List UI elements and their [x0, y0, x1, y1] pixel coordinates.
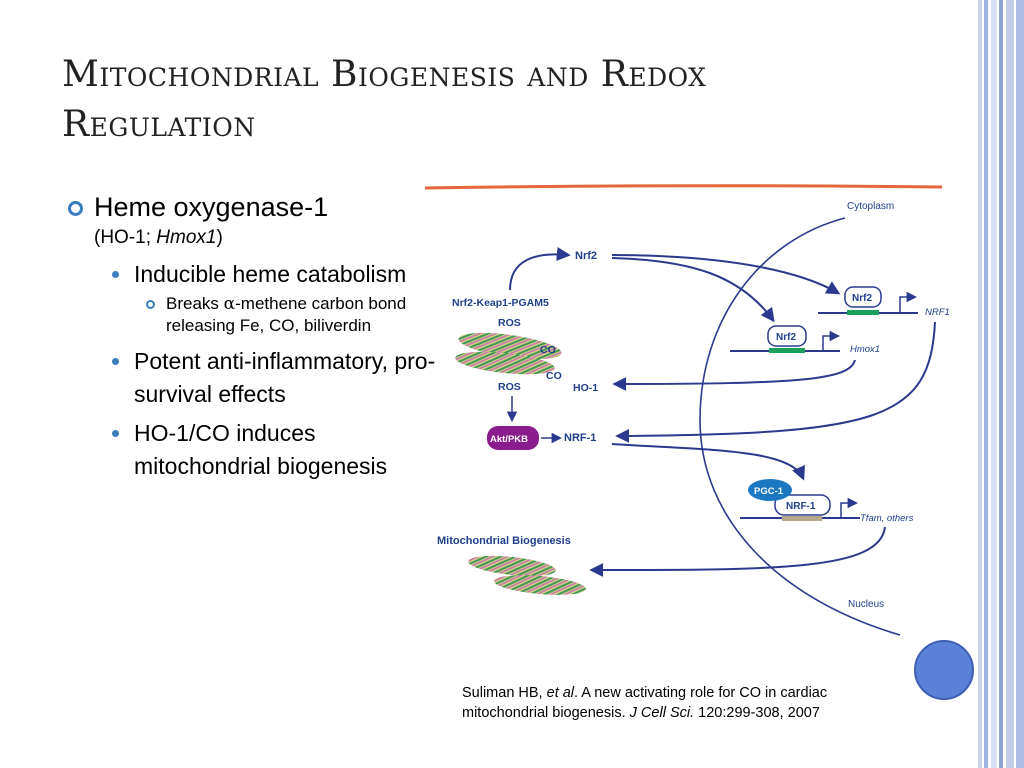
citation-author: Suliman HB,: [462, 685, 547, 701]
label-box-nrf2-a: Nrf2: [852, 293, 872, 304]
label-nrf2-top: Nrf2: [575, 250, 597, 262]
small-ring-bullet-icon: [146, 300, 155, 309]
arrow-hmox1-to-ho1: [612, 359, 856, 391]
bullet-main-subtext: (HO-1; Hmox1): [94, 226, 458, 250]
akt-pkb-box: [487, 426, 539, 450]
citation-journal: J Cell Sci.: [629, 705, 695, 721]
citation-text: . A new activating role for CO in cardia…: [462, 685, 828, 721]
citation-etal: et al: [546, 685, 575, 701]
promoter-arrow-nrf1: [899, 291, 918, 313]
sub-bullet-induces: HO-1/CO induces mitochondrial biogenesis: [108, 417, 458, 483]
label-ros-2: ROS: [498, 381, 521, 393]
sub-italic: Hmox1: [156, 227, 217, 248]
arrow-nrf2-to-hmox1-gene: [611, 257, 775, 323]
arrow-tfam-to-mito: [589, 526, 886, 577]
label-box-nrf1: NRF-1: [786, 501, 816, 512]
citation: Suliman HB, et al. A new activating role…: [462, 683, 882, 723]
box-nrf2-b: [767, 325, 807, 347]
sub-bullet-text: HO-1/CO induces mitochondrial biogenesis: [134, 420, 388, 479]
mitochondrion-image-1: [455, 332, 562, 375]
mitochondrion-image-2: [468, 555, 586, 595]
label-nrf2-keap1-pgam5: Nrf2-Keap1-PGAM5: [452, 297, 549, 309]
label-gene-tfam: Tfam, others: [860, 513, 914, 524]
bullet-heme-oxygenase: Heme oxygenase-1 (HO-1; Hmox1) Inducible…: [68, 192, 458, 483]
arrow-nrf1-to-pgc1: [611, 443, 805, 481]
box-nrf1-complex: [774, 494, 831, 516]
title-line-2: Regulation: [62, 104, 256, 145]
edge-stripe-6: [1016, 0, 1024, 768]
box-nrf2-a: [844, 286, 882, 308]
label-gene-nrf1: NRF1: [925, 307, 950, 318]
arrow-nrf1-gene-to-nrf1: [615, 321, 936, 443]
sub-bullet-inducible: Inducible heme catabolism Breaks α-methe…: [108, 258, 458, 337]
edge-stripe-1: [978, 0, 982, 768]
sub-bullet-text: Potent anti-inflammatory, pro-survival e…: [134, 348, 436, 407]
label-cytoplasm: Cytoplasm: [847, 201, 894, 212]
bullet-main-text: Heme oxygenase-1: [94, 192, 329, 222]
bullet-list: Heme oxygenase-1 (HO-1; Hmox1) Inducible…: [68, 192, 458, 489]
label-gene-hmox1: Hmox1: [850, 344, 880, 355]
label-pgc1: PGC-1: [754, 486, 784, 497]
label-nucleus: Nucleus: [848, 599, 884, 610]
cell-membrane-curve: [699, 217, 901, 636]
sub-prefix: (HO-1;: [94, 227, 157, 248]
dot-bullet-icon: [112, 430, 119, 437]
edge-stripe-5: [1006, 0, 1014, 768]
sub-bullet-anti-inflammatory: Potent anti-inflammatory, pro-survival e…: [108, 345, 458, 411]
edge-stripe-3: [991, 0, 997, 768]
slide-title: Mitochondrial Biogenesis and Redox Regul…: [62, 50, 862, 150]
green-bar-nrf1: [847, 310, 879, 315]
edge-stripe-4: [999, 0, 1003, 768]
sub-bullet-text: Inducible heme catabolism: [134, 261, 407, 287]
orange-divider-line: [424, 184, 943, 190]
label-ros-1: ROS: [498, 317, 521, 329]
sub-sub-bullet-breaks: Breaks α-methene carbon bond releasing F…: [138, 293, 458, 337]
label-box-nrf2-b: Nrf2: [776, 332, 796, 343]
breaks-rest: -methene carbon bond releasing Fe, CO, b…: [166, 294, 407, 335]
arrow-keap-to-nrf2: [509, 247, 571, 291]
pgc1-oval: [748, 479, 792, 501]
citation-volume: 120:299-308, 2007: [694, 705, 820, 721]
sub-bullet-list: Inducible heme catabolism Breaks α-methe…: [94, 258, 458, 483]
label-mito-biogenesis: Mitochondrial Biogenesis: [437, 535, 571, 547]
label-nrf1-left: NRF-1: [564, 432, 596, 444]
dot-bullet-icon: [112, 358, 119, 365]
label-co-1: CO: [540, 344, 556, 356]
breaks-prefix: Breaks: [166, 294, 224, 313]
label-ho1: HO-1: [573, 382, 598, 394]
pathway-figure: Cytoplasm Nucleus Nrf2 Nrf2-Keap1-PGAM5 …: [424, 184, 950, 636]
arrow-nrf2-to-nrf1-gene: [611, 254, 841, 295]
title-line-1: Mitochondrial Biogenesis and Redox: [62, 54, 707, 95]
ring-bullet-icon: [68, 201, 83, 216]
label-co-2: CO: [546, 370, 562, 382]
dot-bullet-icon: [112, 271, 119, 278]
decorative-circle: [914, 640, 974, 700]
alpha-symbol: α: [223, 294, 236, 314]
sub-suffix: ): [216, 227, 223, 248]
green-bar-hmox1: [769, 348, 805, 353]
label-akt: Akt/PKB: [490, 434, 528, 445]
promoter-arrow-hmox1: [822, 330, 841, 351]
beige-bar-tfam: [782, 516, 822, 521]
promoter-arrow-tfam: [840, 497, 859, 518]
sub-sub-bullet-list: Breaks α-methene carbon bond releasing F…: [134, 293, 458, 337]
edge-stripe-2: [984, 0, 988, 768]
